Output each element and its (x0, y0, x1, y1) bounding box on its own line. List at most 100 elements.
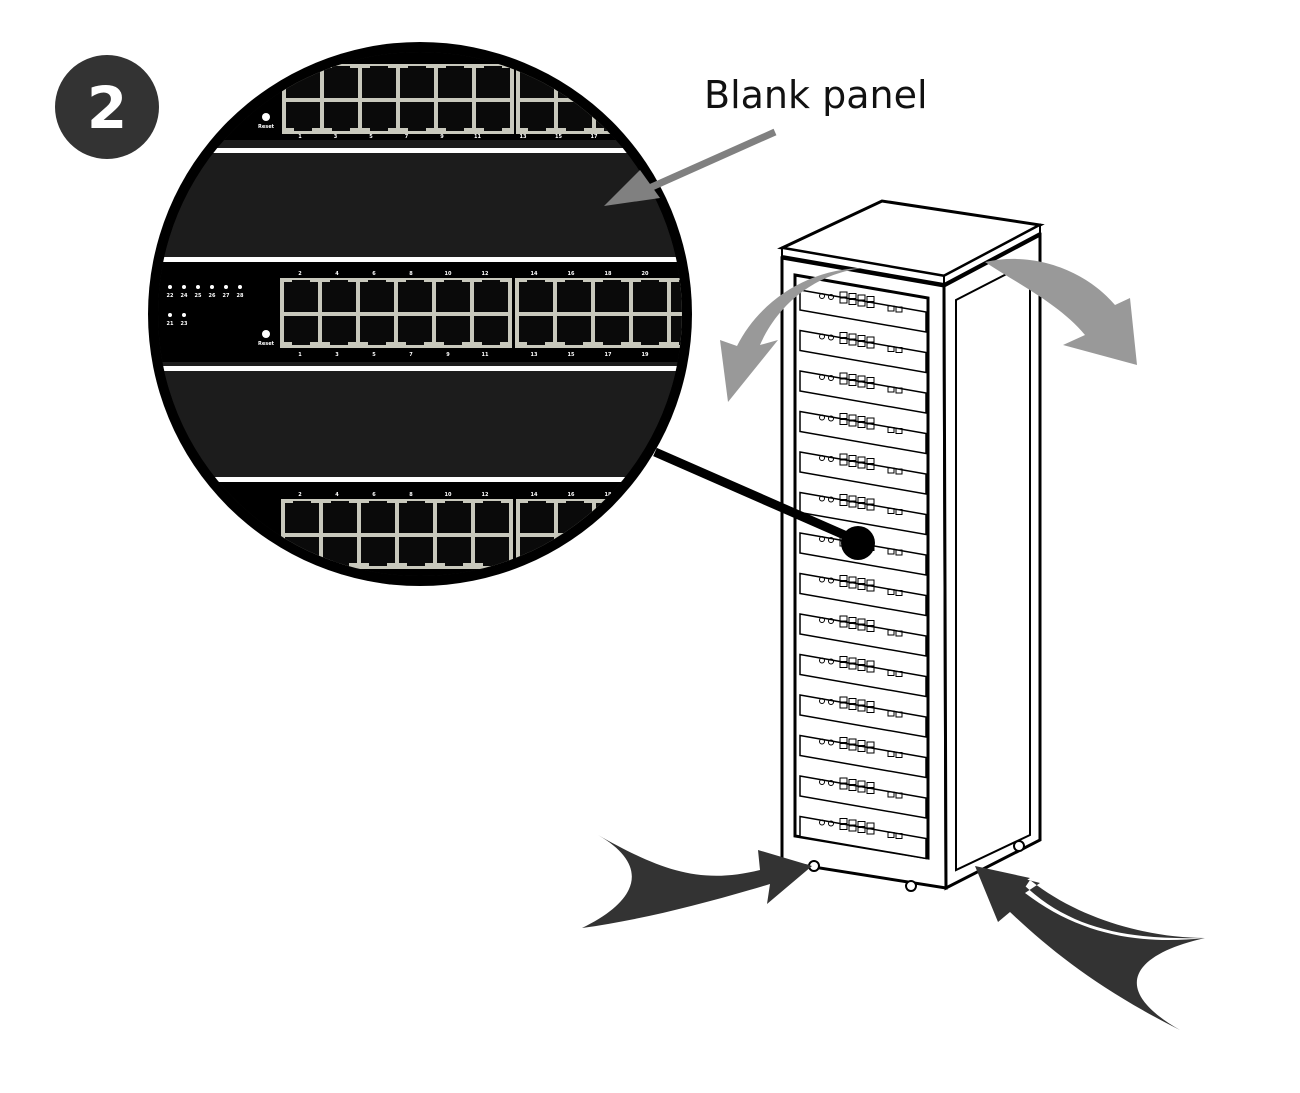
port-label: 16 (568, 271, 575, 277)
port-icon (857, 746, 866, 752)
rack-unit (799, 329, 927, 374)
port-icon (848, 617, 857, 623)
port-icon (848, 738, 857, 745)
port-label: 12 (482, 492, 489, 498)
port-icon (839, 581, 848, 587)
port-label: 10 (445, 492, 452, 498)
port-icon (848, 623, 857, 629)
led-icon (828, 658, 834, 665)
led-label: 22 (167, 293, 174, 299)
port-icon (839, 291, 848, 298)
port-icon (848, 339, 857, 346)
port-icon (866, 579, 875, 586)
rack-unit-face (799, 572, 927, 617)
led-icon (828, 496, 834, 503)
port-icon (839, 332, 848, 338)
port-label: 11 (482, 352, 489, 358)
port-label: 9 (446, 352, 450, 358)
port-label: 7 (405, 134, 409, 140)
rj45-port-icon (284, 282, 318, 312)
rack-side-inset (955, 260, 1031, 872)
rj45-port-icon (671, 282, 682, 312)
led-label: 21 (167, 321, 174, 327)
port-icon (866, 342, 875, 349)
port-icon (848, 582, 857, 589)
rj45-port-tab (444, 280, 462, 284)
airflow-in-left-arrow (582, 835, 812, 928)
port-label: 18 (605, 492, 612, 498)
rj45-port-tab (331, 501, 349, 505)
port-icon (857, 780, 866, 787)
led-icon (819, 779, 825, 785)
led-label: 25 (195, 293, 202, 299)
rj45-port-tab (445, 501, 463, 505)
port-icon (848, 744, 857, 751)
sfp-port-icon (887, 670, 895, 676)
port-label: 14 (531, 492, 538, 498)
rack-unit-face (799, 410, 927, 455)
rj45-port-tab (444, 340, 462, 345)
port-icon (857, 503, 866, 509)
rj45-port-tab (603, 280, 621, 284)
sfp-port-icon (895, 468, 903, 475)
led-icon (819, 333, 825, 340)
rj45-port-icon (436, 282, 470, 312)
panel-highlight (158, 366, 682, 371)
led-icon (819, 293, 825, 299)
port-icon (848, 299, 857, 305)
rj45-port-icon (671, 316, 682, 342)
reset-label: Reset (258, 124, 275, 130)
rj45-port-tab (368, 280, 386, 284)
blank-panel-arrow (604, 128, 777, 206)
rj45-port-icon (633, 282, 667, 312)
port-icon (839, 696, 848, 703)
port-icon (857, 422, 866, 428)
port-icon (866, 383, 875, 389)
sfp-port-icon (895, 752, 903, 758)
port-icon (857, 740, 866, 746)
port-label: 5 (369, 134, 373, 140)
rack-unit (799, 572, 927, 617)
sfp-port-icon (887, 751, 895, 757)
rack-unit (799, 653, 927, 698)
status-led-icon (238, 285, 242, 289)
rj45-port-tab (527, 340, 545, 345)
port-icon (857, 786, 866, 793)
port-icon (866, 417, 875, 424)
port-icon (848, 420, 857, 427)
rj45-port-tab (406, 280, 424, 284)
airflow-out-left-arrow (720, 268, 865, 402)
rack-unit-face (799, 694, 927, 738)
rj45-port-icon (557, 316, 591, 342)
rj45-port-tab (484, 66, 502, 70)
rj45-port-tab (369, 501, 387, 505)
port-label: 1 (298, 134, 302, 140)
rj45-port-icon (437, 537, 471, 563)
sfp-port-icon (887, 548, 895, 555)
rj45-port-tab (407, 561, 425, 566)
rj45-port-icon (475, 503, 509, 533)
rj45-port-icon (474, 316, 508, 342)
reset-button-icon (262, 330, 270, 338)
port-label: 5 (372, 352, 376, 358)
port-icon (848, 825, 857, 832)
rj45-port-icon (595, 282, 629, 312)
port-label: 14 (531, 271, 538, 277)
led-icon (819, 738, 825, 745)
rack-lid-edge-side (943, 223, 1041, 286)
port-icon (866, 707, 875, 713)
port-label: 4 (335, 271, 339, 277)
rj45-port-tab (566, 126, 584, 131)
port-icon (839, 459, 848, 466)
port-label: 7 (409, 352, 413, 358)
airflow-out-right-arrow (985, 258, 1137, 365)
status-led-icon (168, 285, 172, 289)
rj45-port-icon (400, 102, 434, 128)
rj45-port-icon (362, 102, 396, 128)
port-icon (848, 698, 857, 704)
rj45-port-tab (483, 501, 501, 505)
rj45-port-tab (566, 561, 584, 566)
port-label: 15 (568, 352, 575, 358)
led-label: 23 (181, 321, 188, 327)
sfp-port-icon (895, 428, 903, 434)
